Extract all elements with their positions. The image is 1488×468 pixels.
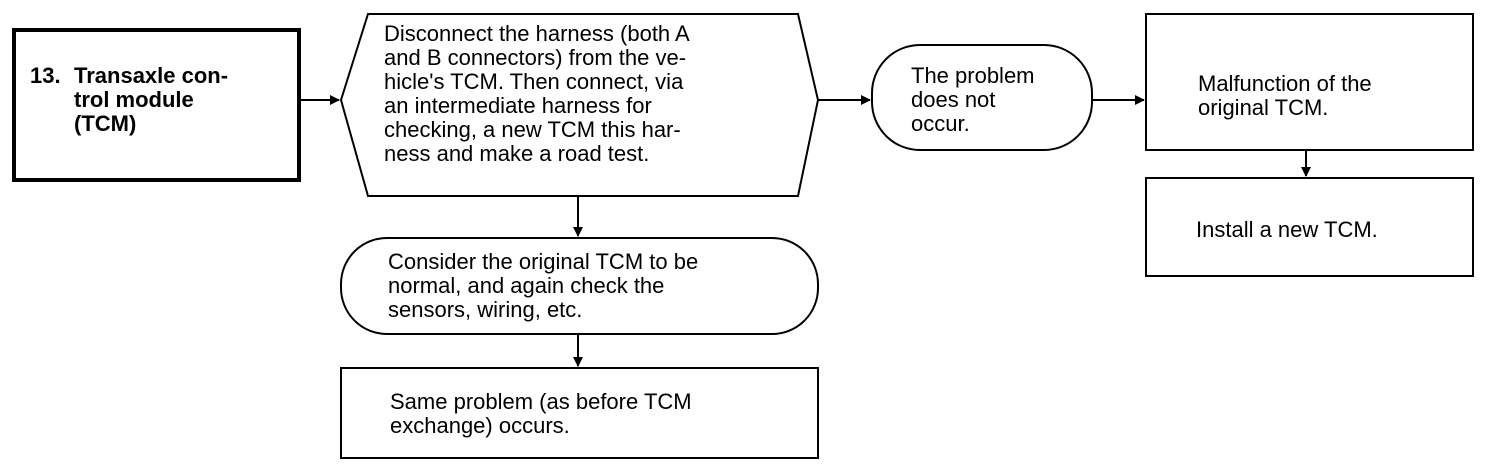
malfunction-original-text: Malfunction of the original TCM. <box>1198 71 1372 120</box>
same-problem-text: Same problem (as before TCM exchange) oc… <box>390 389 692 438</box>
problem-not-occur-terminal <box>871 44 1093 151</box>
install-new-text: Install a new TCM. <box>1196 217 1378 242</box>
check-procedure-text: Disconnect the harness (both A and B con… <box>384 21 690 166</box>
malfunction-original-box <box>1145 13 1474 151</box>
same-problem-box <box>340 367 819 459</box>
problem-not-occur-text: The problem does not occur. <box>911 63 1035 136</box>
install-new-box <box>1145 177 1474 277</box>
tcm-step-label: Transaxle con- trol module (TCM) <box>74 63 229 136</box>
tcm-step-number: 13. <box>30 63 61 88</box>
consider-normal-text: Consider the original TCM to be normal, … <box>388 249 699 322</box>
check-procedure-hexagon <box>339 13 820 197</box>
tcm-step-box <box>12 28 301 182</box>
consider-normal-terminal <box>340 237 819 335</box>
